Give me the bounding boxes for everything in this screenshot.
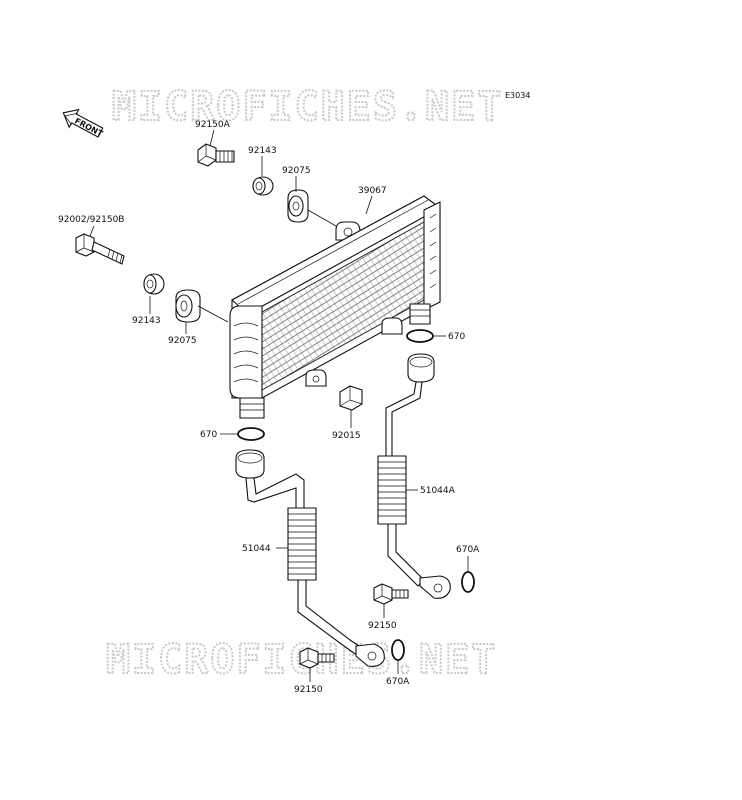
callout-92143-top: 92143: [248, 146, 277, 156]
callout-39067: 39067: [358, 186, 387, 196]
oil-pipe-51044: [235, 449, 385, 667]
bolt-92150-bottom: [299, 647, 335, 669]
callout-92143-left: 92143: [132, 316, 161, 326]
watermark-top: MICROFICHES.NET: [112, 84, 503, 130]
o-ring-670-left: [237, 427, 265, 441]
collar-92143-left: [143, 273, 165, 295]
diagram-code: E3034: [505, 91, 530, 100]
callout-670A-right: 670A: [456, 545, 480, 555]
oil-pipe-51044A: [377, 353, 451, 599]
callout-51044A: 51044A: [420, 486, 456, 496]
grommet-92075-top: [287, 189, 309, 223]
callout-670-left: 670: [200, 430, 217, 440]
oil-cooler-39067: [229, 195, 442, 419]
callout-92075-left: 92075: [168, 336, 197, 346]
front-arrow-icon: FRONT: [62, 108, 105, 139]
grommet-92075-left: [175, 289, 201, 323]
o-ring-670-right: [406, 329, 434, 343]
bolt-92002: [75, 233, 125, 265]
callout-51044: 51044: [242, 544, 271, 554]
callout-92015: 92015: [332, 431, 361, 441]
bolt-92150-mid: [373, 583, 409, 605]
callout-92150-mid: 92150: [368, 621, 397, 631]
callout-labels: 92150A 92143 92075 39067 92002/92150B 92…: [58, 120, 480, 695]
front-label: FRONT: [73, 116, 105, 139]
callout-92150-bottom: 92150: [294, 685, 323, 695]
callout-92002-92150B: 92002/92150B: [58, 215, 124, 225]
o-ring-670A-right: [461, 571, 475, 593]
bolt-92150A: [197, 143, 235, 167]
callout-670-right: 670: [448, 332, 465, 342]
collar-92143-top: [252, 176, 274, 196]
leader-lines: [89, 129, 469, 682]
callout-92075-top: 92075: [282, 166, 311, 176]
callout-670A-bottom: 670A: [386, 677, 410, 687]
plug-92015: [339, 385, 363, 411]
callout-92150A-top: 92150A: [195, 120, 231, 130]
